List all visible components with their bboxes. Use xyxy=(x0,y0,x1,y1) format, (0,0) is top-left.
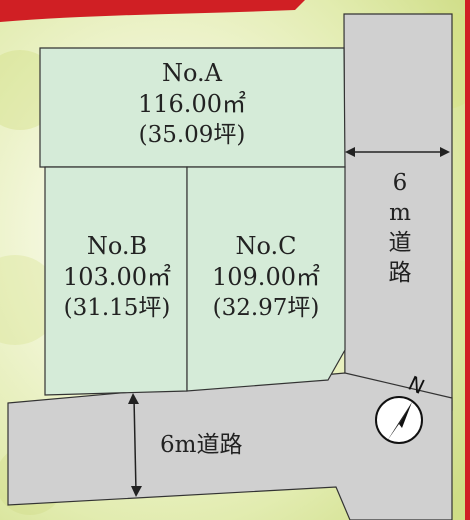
lot-a-name: No.A xyxy=(162,59,222,87)
horizontal-road-label: 6m道路 xyxy=(160,432,243,458)
lot-b-name: No.B xyxy=(86,232,148,260)
vertical-road-label-char: m xyxy=(389,200,411,226)
red-edge-strip xyxy=(465,0,470,520)
road-width-arrow-horizontal-road xyxy=(128,393,142,497)
lot-b-label: No.B 103.00㎡ (31.15坪) xyxy=(56,231,178,324)
lot-c-tsubo: (32.97坪) xyxy=(212,295,320,321)
vertical-road-label-char: 道 xyxy=(388,230,412,256)
lot-a-tsubo: (35.09坪) xyxy=(138,122,246,148)
vertical-road-label-char: 路 xyxy=(388,260,412,286)
lot-a-label: No.A 116.00㎡ (35.09坪) xyxy=(92,58,292,151)
north-compass xyxy=(375,396,423,444)
lot-c-area: 109.00㎡ xyxy=(212,263,320,291)
red-banner xyxy=(0,0,305,22)
lot-b-area: 103.00㎡ xyxy=(63,263,171,291)
vertical-road-label-char: 6 xyxy=(392,170,408,196)
lot-c-name: No.C xyxy=(235,232,297,260)
lot-a-area: 116.00㎡ xyxy=(138,90,246,118)
road-width-arrow-vertical-road xyxy=(345,147,450,157)
lot-b-tsubo: (31.15坪) xyxy=(63,295,171,321)
lot-c-label: No.C 109.00㎡ (32.97坪) xyxy=(200,231,332,324)
horizontal-road xyxy=(7,372,453,520)
vertical-road-label: 6 m 道 路 xyxy=(384,168,416,288)
lot-c xyxy=(186,166,346,392)
